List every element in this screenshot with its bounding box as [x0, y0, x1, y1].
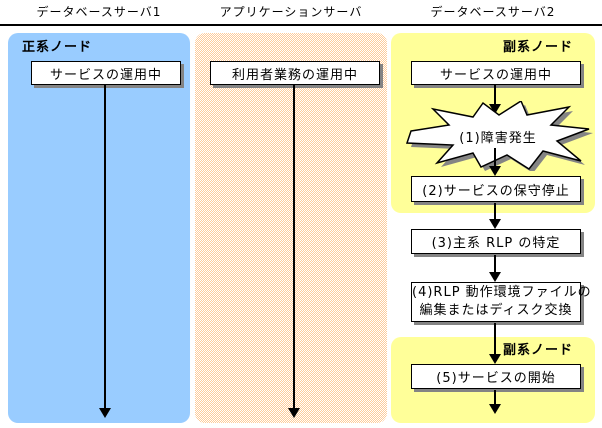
db2-flow-line-2 — [494, 148, 496, 166]
lane-title-application-server: アプリケーションサーバ — [219, 5, 363, 19]
lane-title-database-server-1: データベースサーバ1 — [36, 5, 162, 19]
db1-service-running-box: サービスの運用中 — [31, 61, 181, 85]
db1-arrowhead-icon — [99, 408, 111, 418]
primary-node-panel — [8, 33, 190, 423]
db1-flow-line — [104, 85, 106, 408]
db2-flow-line-1 — [494, 85, 496, 104]
db2-arrowhead-icon-5 — [489, 354, 501, 364]
db2-arrowhead-icon-3 — [489, 219, 501, 229]
db2-arrowhead-icon-4 — [489, 272, 501, 282]
application-server-panel — [195, 33, 387, 423]
app-arrowhead-icon — [288, 408, 300, 418]
primary-node-label: 正系ノード — [22, 40, 93, 55]
lane-title-database-server-2: データベースサーバ2 — [430, 5, 556, 19]
db2-flow-line-4 — [494, 255, 496, 272]
db2-arrowhead-icon-2 — [489, 166, 501, 176]
db2-flow-line-6 — [494, 390, 496, 404]
db2-arrowhead-icon-1 — [489, 104, 501, 114]
db2-flow-line-3 — [494, 203, 496, 219]
db2-flow-line-5 — [494, 323, 496, 354]
secondary-node-label-top: 副系ノード — [503, 40, 574, 55]
db2-edit-rlp-env-line1: (4)RLP 動作環境ファイルの — [412, 285, 592, 300]
db2-identify-primary-rlp-box: (3)主系 RLP の特定 — [411, 229, 581, 254]
db2-service-running-box: サービスの運用中 — [411, 61, 581, 85]
db2-arrowhead-icon-6 — [489, 404, 501, 414]
burst-icon — [405, 99, 593, 173]
db2-edit-rlp-env-line2: 編集またはディスク交換 — [419, 303, 573, 318]
db2-service-maintenance-stop-box: (2)サービスの保守停止 — [411, 176, 581, 202]
failure-burst-label: (1)障害発生 — [459, 130, 537, 146]
failure-burst: (1)障害発生 — [403, 99, 593, 173]
app-user-operations-box: 利用者業務の運用中 — [210, 61, 380, 85]
db2-service-start-box: (5)サービスの開始 — [411, 364, 581, 389]
app-flow-line — [293, 85, 295, 408]
header-divider-line — [0, 24, 602, 26]
secondary-node-label-bottom: 副系ノード — [503, 343, 574, 358]
db2-edit-rlp-env-box: (4)RLP 動作環境ファイルの 編集またはディスク交換 — [411, 282, 592, 322]
